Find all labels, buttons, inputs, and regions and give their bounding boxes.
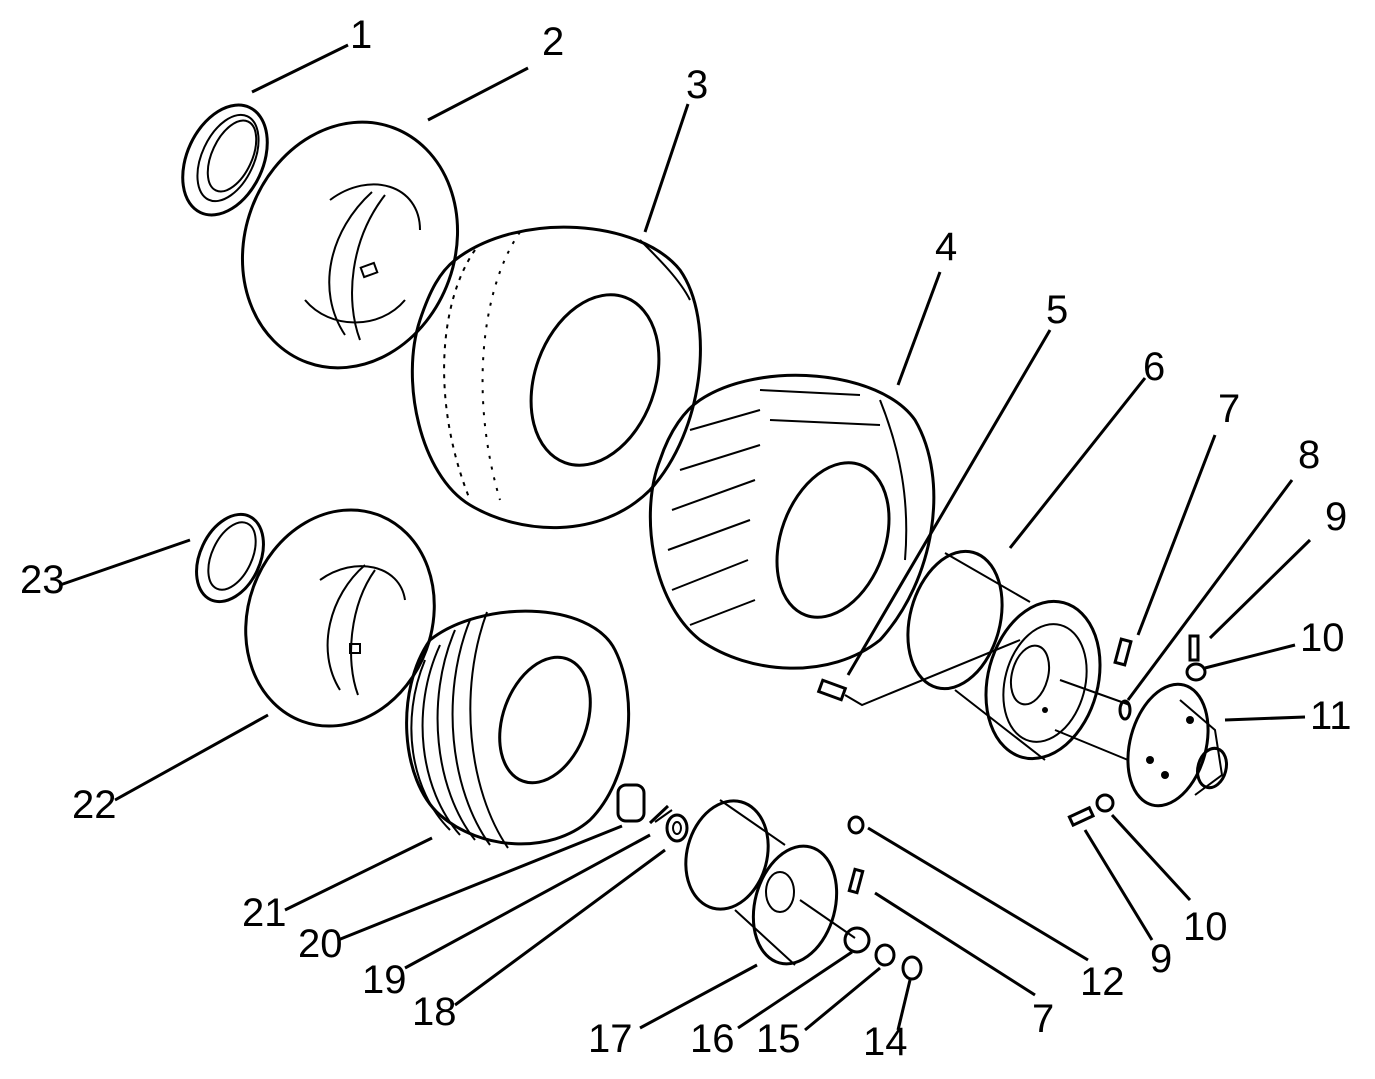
callout-7-lower: 7 [1032,997,1054,1041]
callout-labels: 1 2 3 4 5 6 7 8 9 10 11 23 22 21 20 19 1… [20,13,1352,1064]
callout-10-lower: 10 [1183,905,1228,949]
part-8-key [1118,699,1132,721]
part-11-hub [1054,679,1228,808]
part-16-bearing [843,926,871,954]
callout-9-upper: 9 [1325,495,1347,539]
callout-23: 23 [20,558,65,602]
callout-12: 12 [1080,960,1125,1004]
part-4-lug-tire [648,373,936,670]
part-21-rib-tire [405,609,631,849]
callout-9-lower: 9 [1150,937,1172,981]
part-10-nut-upper [1185,662,1207,682]
part-18-washer [665,813,689,843]
part-15-washer [874,943,896,967]
part-3-turf-tire [410,225,702,530]
part-2-inner-tube [240,120,460,370]
part-10-nut-lower [1095,793,1115,813]
part-9-bolt-upper [1188,634,1200,662]
part-6-wheel-rim [906,549,1102,761]
part-14-washer [901,955,923,981]
callout-1: 1 [350,13,372,57]
callout-18: 18 [412,990,457,1034]
leader-lines [59,43,1312,1032]
part-12-nut [847,815,865,835]
callout-2: 2 [542,20,564,64]
callout-19: 19 [362,958,407,1002]
part-17-wheel-rim [684,799,856,966]
part-22-inner-tube [244,508,436,728]
callout-20: 20 [298,922,343,966]
part-20-spacer [616,783,646,823]
part-7-lug-bolt-upper [1113,637,1133,667]
callout-10-upper: 10 [1300,616,1345,660]
callout-22: 22 [72,783,117,827]
callout-6: 6 [1143,345,1165,389]
part-5-bolt [816,639,1021,707]
callout-5: 5 [1046,288,1068,332]
part-1-ring [181,103,269,217]
part-19-seal [648,804,673,825]
callout-11: 11 [1310,694,1352,738]
part-7-lug-bolt-lower [847,867,865,895]
callout-16: 16 [690,1017,735,1061]
callout-17: 17 [588,1017,633,1061]
callout-3: 3 [686,63,708,107]
callout-8: 8 [1298,433,1320,477]
part-23-ring [195,512,265,604]
callout-15: 15 [756,1017,801,1061]
callout-7-upper: 7 [1218,387,1240,431]
callout-21: 21 [242,891,287,935]
callout-4: 4 [935,225,957,269]
callout-14: 14 [863,1020,908,1064]
part-9-bolt-lower [1067,805,1096,828]
